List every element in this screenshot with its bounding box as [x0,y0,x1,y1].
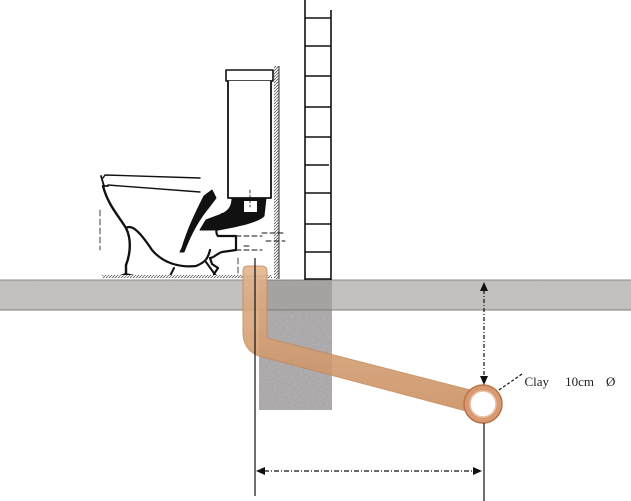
pipe-diameter-label: 10cm [565,374,594,389]
toilet-seat [102,174,201,193]
distance-dimension-arrow [256,467,482,475]
reference-lines [254,258,485,501]
toilet-back-wall [274,66,280,279]
toilet-bowl [101,184,131,278]
drain-pipe [242,265,479,413]
depth-dimension-arrow [480,282,488,385]
pipe-material-label: Clay [524,374,550,389]
diameter-symbol: Ø [605,374,616,389]
tiled-wall [304,0,332,280]
cistern-body [227,80,272,199]
sewer-pipe-section [463,384,503,424]
toilet [99,69,286,278]
cistern-lid [225,69,274,82]
pipe-label: Clay 10cm Ø [518,358,616,390]
floor-slab [0,279,631,311]
